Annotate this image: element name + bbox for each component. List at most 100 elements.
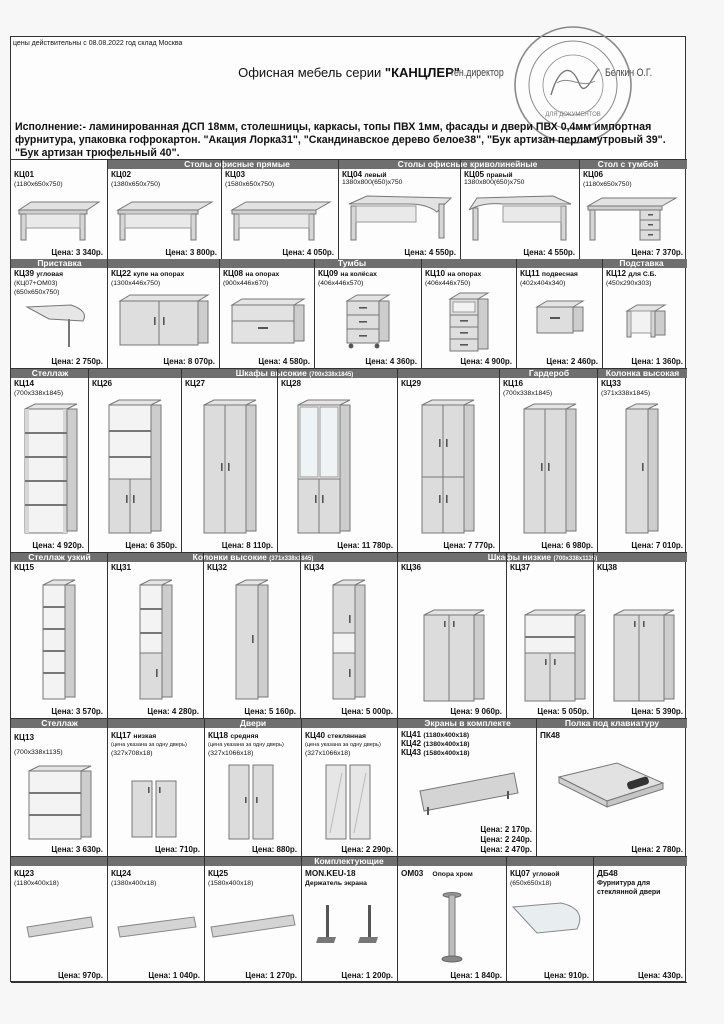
product-code-line: КЦ40 стеклянная — [305, 731, 366, 740]
product-dim: (1580x400x18) — [208, 880, 254, 887]
product-card-kc11[interactable]: КЦ11 подвесная (402x404x340) Цена: 2 460… — [517, 259, 603, 369]
product-card-kc10[interactable]: КЦ10 на опорах (406x446x750) Цена: 4 900… — [422, 259, 517, 369]
product-card-kc32[interactable]: КЦ32 Цена: 5 160р. — [204, 553, 301, 719]
product-card-kc27[interactable]: КЦ27 Цена: 8 110р. — [182, 369, 278, 553]
product-dim: (700x338x1845) — [503, 390, 553, 397]
product-card-kc17[interactable]: КЦ17 низкая (цена указана за одну дверь)… — [108, 719, 205, 857]
product-card-kc39[interactable]: КЦ39 угловая (КЦ07+ОМ03) (650x650x750) Ц… — [11, 259, 108, 369]
product-card-kc02[interactable]: КЦ02 (1380x650x750) Цена: 3 800р. — [108, 160, 222, 260]
section-pedestal-desk: Стол с тумбой — [569, 160, 687, 169]
product-card-pk48[interactable]: ПК48 Цена: 2 780р. — [537, 719, 687, 857]
product-card-kc29[interactable]: КЦ29 Цена: 7 770р. — [398, 369, 500, 553]
product-price: Цена: 2 170р. — [480, 825, 532, 834]
product-code: КЦ09 — [318, 269, 339, 278]
price-list-sheet: цены действительны с 08.08.2022 год скла… — [10, 26, 687, 983]
product-code-line: КЦ07 угловой — [510, 869, 560, 878]
hanging-pedestal-image — [535, 299, 585, 337]
product-card-screens[interactable]: КЦ41 (1180x400x18) КЦ42 (1380x400x18) КЦ… — [398, 719, 537, 857]
product-card-kc07[interactable]: КЦ07 угловой (650x650x18) Цена: 910р. — [507, 857, 594, 983]
section-title: Шкафы высокие — [235, 369, 307, 378]
product-card-kc34[interactable]: КЦ34 Цена: 5 000р. — [301, 553, 398, 719]
low-cabinet-image — [523, 609, 587, 703]
product-price: Цена: 1 840р. — [450, 971, 502, 980]
signature-name: Белкин О.Г. — [605, 67, 653, 79]
column-image — [138, 579, 174, 701]
product-dim: (1180x650x750) — [583, 181, 632, 188]
product-card-kc05[interactable]: КЦ05 правый 1380x800(650)x750 Цена: 4 55… — [461, 160, 580, 260]
product-code: КЦ43 — [401, 748, 422, 757]
row-doors: Стеллаж Двери Экраны в комплекте Полка п… — [11, 719, 687, 857]
product-code-line: КЦ12 для С.Б. — [606, 269, 656, 278]
product-card-kc16[interactable]: КЦ16 (700x338x1845) Цена: 6 980р. — [500, 369, 598, 553]
product-name: купе на опорах — [133, 271, 185, 278]
desk-image — [17, 192, 101, 242]
product-card-kc14[interactable]: КЦ14 (700x338x1845) Цена: 4 920р. — [11, 369, 89, 553]
product-card-kc38[interactable]: КЦ38 Цена: 5 390р. — [594, 553, 687, 719]
product-price: Цена: 3 630р. — [51, 845, 103, 854]
product-price: Цена: 4 550р. — [404, 248, 456, 257]
product-card-kc09[interactable]: КЦ09 на колёсах (406x446x570) Цена: 4 36… — [315, 259, 422, 369]
product-name: для С.Б. — [628, 271, 657, 278]
low-rack-image — [27, 765, 93, 841]
product-code: КЦ24 — [111, 869, 132, 878]
product-card-kc37[interactable]: КЦ37 Цена: 5 050р. — [507, 553, 594, 719]
product-dim: 1380x800(650)x750 — [342, 179, 403, 186]
modesty-panel-image — [209, 913, 297, 939]
product-name: на колёсах — [340, 271, 377, 278]
product-card-kc25[interactable]: КЦ25 (1580x400x18) Цена: 1 270р. — [205, 857, 302, 983]
product-card-kc04[interactable]: КЦ04 левый 1380x800(650)x750 Цена: 4 550… — [339, 160, 461, 260]
product-card-kc28[interactable]: КЦ28 Цена: 11 780р. — [278, 369, 398, 553]
product-price: Цена: 6 980р. — [541, 541, 593, 550]
product-card-kc01[interactable]: КЦ01 (1180x650x750) Цена: 3 340р. — [11, 160, 108, 260]
product-price: Цена: 4 920р. — [32, 541, 84, 550]
product-card-kc03[interactable]: КЦ03 (1580x650x750) Цена: 4 050р. — [222, 160, 339, 260]
section-dim: (371x338x1845) — [269, 556, 314, 562]
product-price: Цена: 4 050р. — [282, 248, 334, 257]
product-code: КЦ32 — [207, 563, 228, 572]
product-code: КЦ15 — [14, 563, 35, 572]
desk-image — [116, 192, 214, 242]
product-price: Цена: 1 200р. — [341, 971, 393, 980]
product-dim: (402x404x340) — [520, 280, 566, 287]
curved-desk-image — [347, 190, 453, 242]
product-card-kc22[interactable]: КЦ22 купе на опорах (1300x446x750) Цена:… — [108, 259, 220, 369]
product-card-kc13[interactable]: КЦ13 (700x338x1135) Цена: 3 630р. — [11, 719, 108, 857]
section-tall-cabinets: Шкафы высокие (700x338x1845) — [89, 369, 500, 378]
product-card-kc40[interactable]: КЦ40 стеклянная (цена указана за одну дв… — [302, 719, 398, 857]
product-card-kc31[interactable]: КЦ31 Цена: 4 280р. — [108, 553, 204, 719]
product-dim: (1180x400x18) — [14, 880, 59, 887]
product-card-kc08[interactable]: КЦ08 на опорах (900x446x670) Цена: 4 580… — [220, 259, 315, 369]
product-card-om03[interactable]: ОМ03 Опора хром Цена: 1 840р. — [398, 857, 507, 983]
product-card-db48[interactable]: ДБ48 Фурнитура для стеклянной двери Цена… — [594, 857, 687, 983]
product-price: Цена: 910р. — [543, 971, 589, 980]
product-name: угловая — [36, 271, 64, 278]
product-card-kc26[interactable]: КЦ26 Цена: 6 350р. — [89, 369, 182, 553]
corner-top-image — [511, 899, 591, 939]
product-code: КЦ02 — [111, 170, 132, 179]
wardrobe-image — [522, 403, 578, 535]
product-card-kc18[interactable]: КЦ18 средняя (цена указана за одну дверь… — [205, 719, 302, 857]
sliding-pedestal-image — [118, 293, 210, 349]
product-price: Цена: 2 470р. — [480, 845, 532, 854]
product-code: MON.KEU-18 — [305, 869, 356, 878]
product-card-kc33[interactable]: КЦ33 (371x338x1845) Цена: 7 010р. — [598, 369, 687, 553]
product-code: КЦ14 — [14, 379, 35, 388]
product-card-mon[interactable]: MON.KEU-18 Держатель экрана Цена: 1 200р… — [302, 857, 398, 983]
section-keyboard: Полка под клавиатуру — [537, 719, 687, 728]
section-wardrobe: Гардероб — [500, 369, 598, 378]
product-code: КЦ40 — [305, 731, 326, 740]
product-code: КЦ42 — [401, 739, 422, 748]
product-code: КЦ10 — [425, 269, 446, 278]
screen-image — [414, 771, 522, 815]
product-dim: (450x290x303) — [606, 280, 652, 287]
product-card-kc23[interactable]: КЦ23 (1180x400x18) Цена: 970р. — [11, 857, 108, 983]
product-card-kc06[interactable]: КЦ06 (1180x650x750) Цена: 7 370р. — [580, 160, 687, 260]
product-card-kc15[interactable]: КЦ15 Цена: 3 570р. — [11, 553, 108, 719]
product-dim: (1300x446x750) — [111, 280, 161, 287]
product-code: КЦ12 — [606, 269, 627, 278]
product-card-kc36[interactable]: КЦ36 Цена: 9 060р. — [398, 553, 507, 719]
product-card-kc12[interactable]: КЦ12 для С.Б. (450x290x303) Цена: 1 360р… — [603, 259, 687, 369]
product-price: Цена: 3 340р. — [51, 248, 103, 257]
product-card-kc24[interactable]: КЦ24 (1380x400x18) Цена: 1 040р. — [108, 857, 205, 983]
product-dim: (327x1066x18) — [208, 750, 254, 757]
